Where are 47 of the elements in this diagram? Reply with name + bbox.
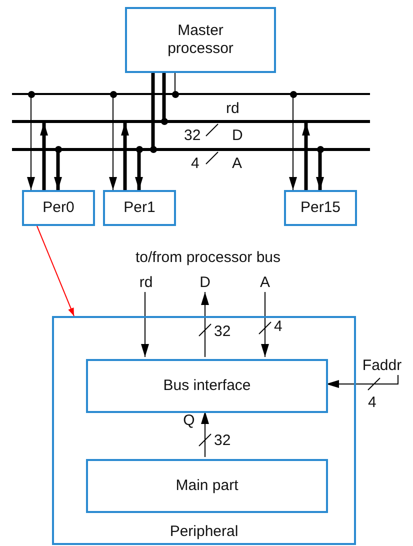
process-box — [22, 190, 95, 226]
arrow — [40, 122, 48, 190]
signal-label: Faddr — [356, 357, 408, 375]
bus-label: rd — [226, 100, 240, 118]
signal-label: Q — [182, 412, 196, 430]
box-label: Per1 — [122, 199, 156, 217]
arrow — [54, 150, 62, 190]
arrow — [135, 150, 143, 190]
process-box — [103, 190, 176, 226]
box-label: Per0 — [42, 199, 76, 217]
arrow — [316, 150, 324, 190]
group-title: Peripheral — [168, 523, 240, 541]
connector-line — [151, 73, 155, 148]
box-label: Bus interface — [162, 377, 252, 395]
arrow — [121, 122, 129, 190]
arrow — [261, 292, 269, 358]
process-box — [86, 459, 328, 513]
bus-line — [12, 93, 370, 95]
process-box — [284, 190, 357, 226]
edge-label: 32 — [214, 432, 231, 450]
edge-label: 4 — [274, 318, 282, 336]
box-label: Main part — [174, 477, 240, 495]
edge-label: 32 — [214, 323, 231, 341]
arrow — [302, 122, 310, 190]
bus-line — [12, 148, 370, 150]
connector-line — [162, 73, 166, 120]
process-box — [125, 7, 276, 73]
signal-label: D — [196, 274, 214, 292]
bus-label: D — [232, 127, 243, 145]
pointer-arrow — [36, 226, 74, 316]
signal-label: rd — [135, 274, 157, 292]
arrow — [201, 410, 209, 458]
arrow — [141, 292, 149, 358]
bus-label: A — [232, 155, 242, 173]
process-box — [86, 359, 328, 413]
arrow — [326, 374, 398, 388]
edge-label: 4 — [368, 394, 376, 412]
peripheral-box — [52, 316, 356, 545]
box-label: Per15 — [299, 199, 342, 217]
arrow — [201, 292, 209, 358]
connector-line — [174, 72, 176, 94]
bus-label: 4 — [191, 155, 200, 173]
box-label: Master processor — [166, 22, 234, 58]
caption-text: to/from processor bus — [134, 249, 282, 267]
bus-line — [12, 120, 370, 122]
bus-label: 32 — [184, 127, 201, 145]
signal-label: A — [256, 274, 274, 292]
